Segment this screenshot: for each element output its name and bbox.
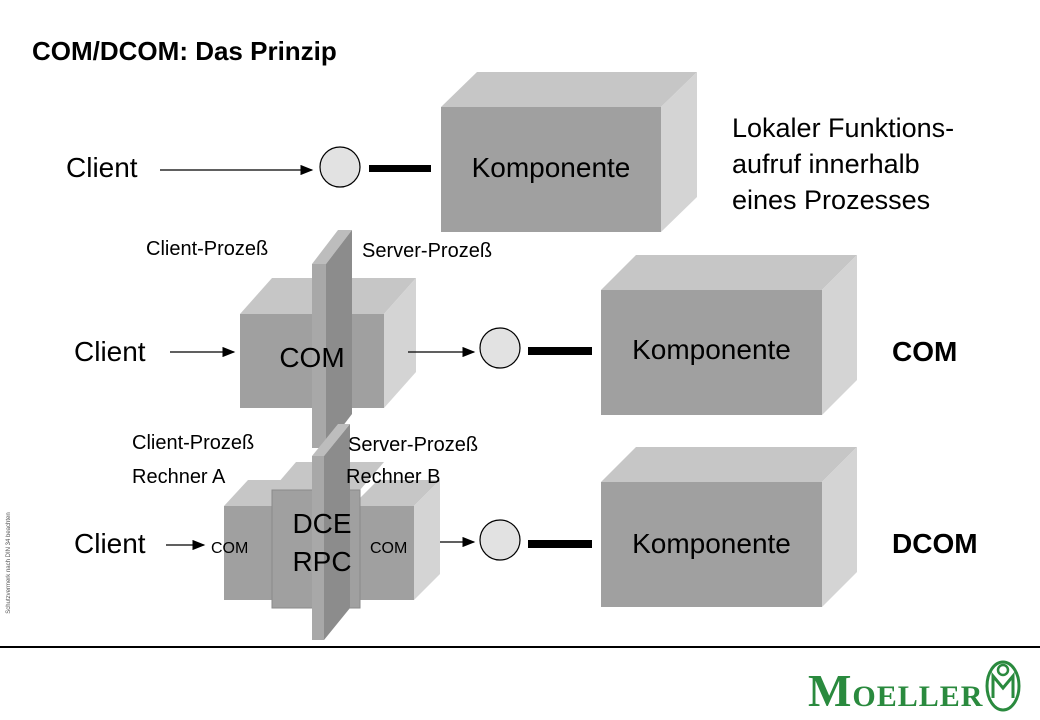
component-box-1 xyxy=(441,72,697,232)
page-title: COM/DCOM: Das Prinzip xyxy=(32,36,337,66)
moeller-logo: MOELLER xyxy=(808,664,983,717)
logo-letters-rest: OELLER xyxy=(852,680,984,713)
moeller-emblem-icon xyxy=(985,660,1021,712)
client-process-label-2: Client-Prozeß xyxy=(132,432,255,454)
interface-circle-2 xyxy=(479,327,521,369)
server-process-label-1: Server-Prozeß xyxy=(362,240,493,262)
component-box-2 xyxy=(601,255,857,415)
server-process-label-2: Server-Prozeß xyxy=(348,434,479,456)
process-boundary-2 xyxy=(312,424,350,640)
process-boundary-1 xyxy=(312,230,352,448)
right-com-box xyxy=(352,480,440,600)
connector-bar-1 xyxy=(369,165,431,172)
description-line-3: eines Prozesses xyxy=(732,185,931,215)
interface-circle-3 xyxy=(479,519,521,561)
logo-letter-m: M xyxy=(808,665,853,716)
interface-circle-1 xyxy=(319,146,361,188)
machine-b-label: Rechner B xyxy=(346,466,441,488)
connector-bar-3 xyxy=(528,540,592,548)
dce-label: DCE xyxy=(292,508,352,539)
component-label-2: Komponente xyxy=(632,334,791,365)
left-com-label: COM xyxy=(211,540,249,557)
com-tag: COM xyxy=(892,336,958,367)
component-label-3: Komponente xyxy=(632,528,791,559)
description-line-1: Lokaler Funktions- xyxy=(732,113,955,143)
description-line-2: aufruf innerhalb xyxy=(732,149,920,179)
right-com-label: COM xyxy=(370,540,408,557)
client-process-label-1: Client-Prozeß xyxy=(146,238,269,260)
footer-divider xyxy=(0,646,1040,648)
client-label-1: Client xyxy=(66,152,138,183)
component-box-3 xyxy=(601,447,857,607)
dcom-tag: DCOM xyxy=(892,528,978,559)
description-text: Lokaler Funktions- aufruf innerhalb eine… xyxy=(732,110,954,218)
rpc-label: RPC xyxy=(292,546,352,577)
machine-a-label: Rechner A xyxy=(132,466,226,488)
component-label-1: Komponente xyxy=(471,152,631,183)
client-label-3: Client xyxy=(74,528,146,559)
connector-bar-2 xyxy=(528,347,592,355)
client-label-2: Client xyxy=(74,336,146,367)
copyright-note: Schutzvermerk nach DIN 34 beachten xyxy=(6,512,12,614)
com-box-label: COM xyxy=(279,342,345,373)
